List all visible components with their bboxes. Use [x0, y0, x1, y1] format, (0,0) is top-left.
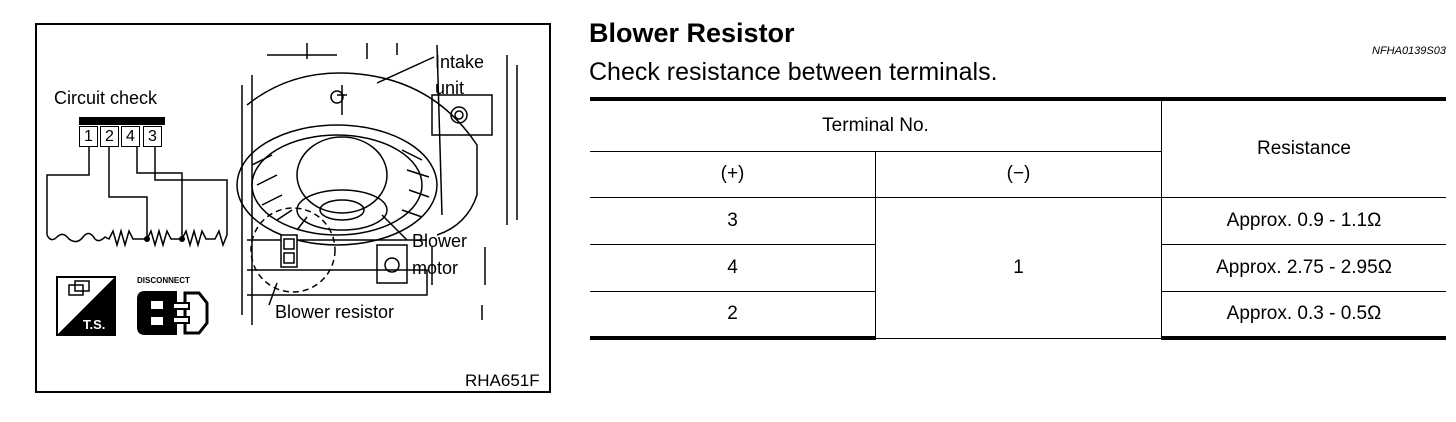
ts-badge	[56, 276, 116, 336]
resistance-cell: Approx. 2.75 - 2.95Ω	[1161, 243, 1446, 292]
figure-id: RHA651F	[465, 371, 540, 390]
section-title: Blower Resistor	[589, 18, 795, 48]
connector-bar	[79, 117, 165, 125]
blower-motor-label-line2: motor	[412, 258, 459, 278]
header-terminal-no: Terminal No.	[590, 97, 1162, 152]
table-row: 2 Approx. 0.3 - 0.5Ω	[590, 290, 1446, 340]
blower-resistor-figure: Circuit check 1 2 4 3 T.S. DISCONNECT In…	[35, 23, 551, 393]
terminal-plus-cell: 2	[590, 290, 876, 340]
circuit-wiring	[46, 147, 228, 248]
header-resistance: Resistance	[1161, 97, 1446, 198]
table-row: 3 1 Approx. 0.9 - 1.1Ω	[590, 196, 1446, 339]
terminal-4: 4	[121, 126, 140, 147]
circuit-check-label: Circuit check	[54, 88, 158, 108]
section-code: NFHA0139S03	[1372, 45, 1446, 57]
resistance-cell: Approx. 0.9 - 1.1Ω	[1161, 196, 1446, 245]
resistance-spec-table: Terminal No. Resistance (+) (−) 3 1 Appr…	[590, 97, 1446, 340]
header-plus: (+)	[590, 150, 876, 198]
header-minus: (−)	[875, 150, 1162, 198]
terminal-3: 3	[143, 126, 162, 147]
terminal-2: 2	[100, 126, 119, 147]
blower-unit-drawing	[236, 43, 518, 325]
terminal-plus-cell: 4	[590, 243, 876, 292]
terminal-plus-cell: 3	[590, 196, 876, 245]
resistance-cell: Approx. 0.3 - 0.5Ω	[1161, 290, 1446, 340]
table-row: 4 Approx. 2.75 - 2.95Ω	[590, 243, 1446, 292]
terminal-1: 1	[79, 126, 98, 147]
blower-motor-label-line1: Blower	[412, 231, 468, 251]
disconnect-label: DISCONNECT	[137, 276, 190, 285]
disconnect-connector-icon	[137, 291, 209, 335]
section-subtitle: Check resistance between terminals.	[589, 58, 998, 86]
blower-resistor-label: Blower resistor	[275, 302, 395, 322]
terminal-minus-cell: 1	[875, 196, 1162, 339]
intake-unit-label-line1: Intake	[435, 52, 485, 72]
figure-illustration	[46, 43, 518, 336]
intake-unit-label-line2: unit	[435, 78, 465, 98]
ts-badge-label: T.S.	[83, 317, 106, 332]
